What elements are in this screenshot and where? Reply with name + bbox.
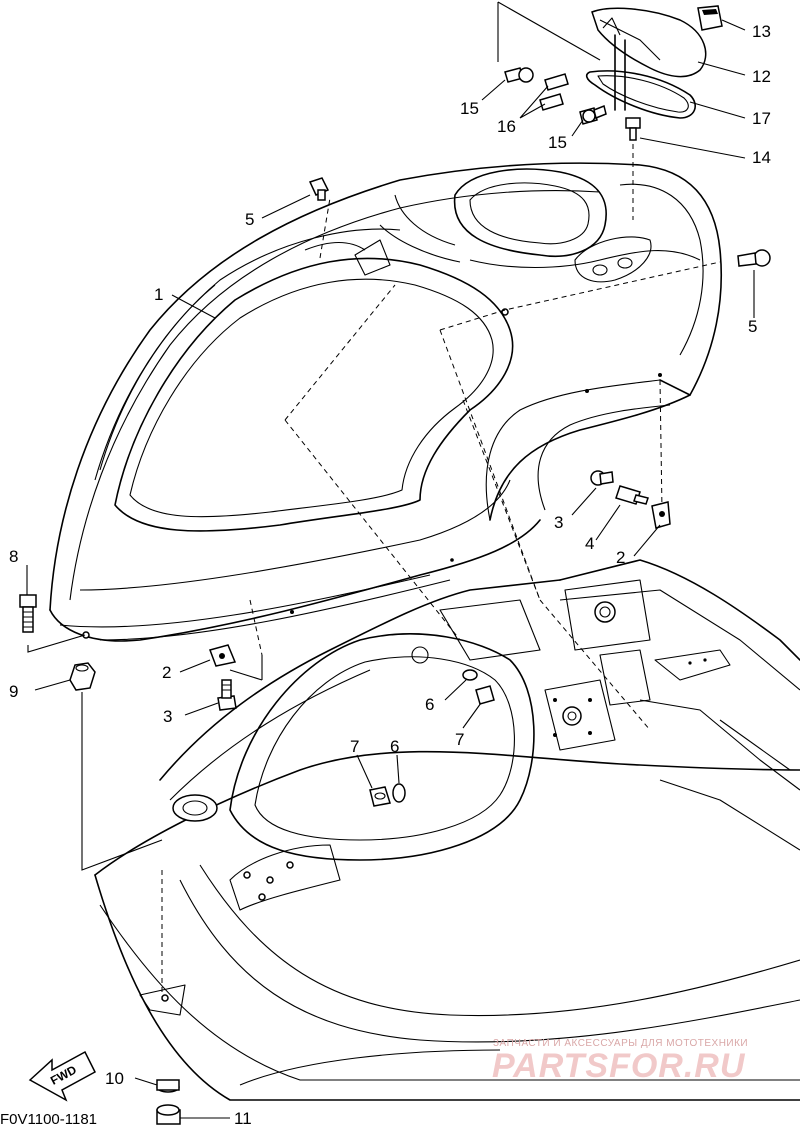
callout-8: 8: [9, 547, 18, 566]
callouts: 1 2 2 3 3 4 5 5 6 6 7 7 8 9 10 11 12 13 …: [9, 22, 771, 1127]
alignment-lines: [161, 135, 721, 1000]
callout-16: 16: [497, 117, 516, 136]
hatch-assembly: [497, 1, 723, 141]
callout-15-right: 15: [548, 133, 567, 152]
screw-5-upper: [308, 177, 330, 201]
diagram-code: F0V1100-1181: [0, 1111, 97, 1127]
callout-15-left: 15: [460, 99, 479, 118]
leader-lines: [26, 19, 755, 1119]
callout-3-lower: 3: [163, 707, 172, 726]
callout-6-center: 6: [425, 695, 434, 714]
watermark-tagline: ЗАПЧАСТИ И АКСЕССУАРЫ ДЛЯ МОТОТЕХНИКИ: [493, 1038, 748, 1049]
callout-6-lower: 6: [390, 737, 399, 756]
callout-3-right: 3: [554, 513, 563, 532]
callout-5-upper: 5: [245, 210, 254, 229]
callout-4: 4: [585, 534, 594, 553]
watermark: ЗАПЧАСТИ И АКСЕССУАРЫ ДЛЯ МОТОТЕХНИКИ PA…: [492, 1038, 748, 1085]
callout-7-lower: 7: [350, 737, 359, 756]
callout-5-right: 5: [748, 317, 757, 336]
callout-1: 1: [154, 285, 163, 304]
callout-11: 11: [234, 1109, 252, 1127]
deck-cover-upper: [49, 162, 723, 642]
callout-10: 10: [105, 1069, 124, 1088]
fwd-arrow: FWD: [28, 1050, 96, 1102]
callout-12: 12: [752, 67, 771, 86]
callout-14: 14: [752, 148, 771, 167]
callout-2-right: 2: [616, 548, 625, 567]
callout-13: 13: [752, 22, 771, 41]
callout-17: 17: [752, 109, 771, 128]
fasteners: [19, 177, 771, 1125]
callout-2-lower: 2: [162, 663, 171, 682]
callout-9: 9: [9, 682, 18, 701]
hull-deck: [94, 559, 800, 1101]
watermark-brand: PARTSFOR.RU: [492, 1047, 746, 1085]
screw-5-right: [737, 249, 771, 267]
callout-7-center: 7: [455, 730, 464, 749]
